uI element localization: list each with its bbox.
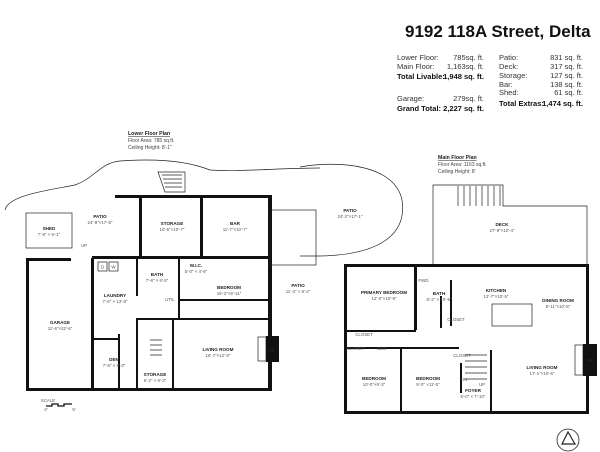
room-name: PATIO	[291, 283, 305, 288]
room-name: BATH	[433, 291, 446, 296]
room-name: LAUNDRY	[104, 293, 126, 298]
main-floor-plan: Main Floor Plan Floor Area: 1163 sq.ft. …	[344, 155, 597, 414]
north-arrow-icon	[556, 428, 580, 452]
lower-area: Floor Area: 785 sq.ft.	[128, 138, 174, 144]
stat-grand-total: Grand Total:2,227 sq. ft.	[397, 104, 484, 113]
util-label: UTIL	[165, 297, 175, 302]
patio-outline	[4, 159, 321, 211]
room-name: W.I.C.	[190, 263, 203, 268]
scale-end: 5'	[72, 407, 75, 412]
fireplace-label-main: FP	[587, 358, 593, 363]
lower-ceiling: Ceiling Height: 8'-1"	[128, 145, 172, 151]
patio-outline-right	[299, 163, 403, 257]
kitchen-island	[491, 303, 533, 327]
room-dim: 24'-8"×17'-5"	[88, 220, 113, 225]
lower-floor-plan: Lower Floor Plan Floor Area: 785 sq.ft. …	[4, 131, 403, 412]
dryer-icon	[97, 261, 108, 272]
stat-patio: Patio:831 sq. ft.	[499, 53, 583, 62]
room-name: STORAGE	[144, 372, 167, 377]
stat-garage: Garage:279sq. ft.	[397, 94, 484, 103]
room-name: BATH	[151, 272, 164, 277]
room-name: DINING ROOM	[542, 298, 574, 303]
room-name: DEN	[109, 357, 119, 362]
main-heading: Main Floor Plan	[438, 155, 477, 161]
fireplace-label-lower: FP	[269, 348, 275, 353]
closet-label: CLOSET	[355, 332, 373, 337]
closet-label: CLOSET	[347, 346, 365, 351]
room-dim: 6'-2" × 9'-3"	[144, 378, 167, 383]
lower-heading: Lower Floor Plan	[128, 131, 170, 137]
room-name: LIVING ROOM	[203, 347, 234, 352]
room-name: LIVING ROOM	[527, 365, 558, 370]
dn-label: DN	[461, 377, 467, 382]
main-area: Floor Area: 1163 sq.ft.	[438, 162, 487, 168]
exterior-stairs	[157, 171, 186, 193]
stat-total-livable: Total Livable:1,948 sq. ft.	[397, 72, 484, 81]
room-name: FOYER	[465, 388, 482, 393]
stat-deck: Deck:317 sq. ft.	[499, 62, 583, 71]
stat-shed: Shed:61 sq. ft.	[499, 88, 583, 97]
room-name: BAR	[230, 221, 241, 226]
room-name: GARAGE	[50, 320, 70, 325]
room-dim: 27'-9"×10'-4"	[490, 228, 515, 233]
room-dim: 7'-8" × 6'-1"	[38, 232, 61, 237]
room-dim: 15'-2"×9'-11"	[217, 291, 242, 296]
closet-label: CLOSET	[453, 353, 471, 358]
interior-stairs-lower	[150, 339, 162, 356]
room-name: STORAGE	[161, 221, 184, 226]
room-name: PATIO	[93, 214, 107, 219]
room-dim: 7'-6" × 8'-3"	[103, 363, 126, 368]
scale-start: 0'	[44, 407, 47, 412]
room-dim: 17'-1"×10'-6"	[530, 371, 555, 376]
closet-label: CLO.	[377, 346, 387, 351]
up-label-main: UP	[479, 382, 485, 387]
room-name: PRIMARY BEDROOM	[361, 290, 407, 295]
deck-outline	[432, 184, 588, 264]
room-name: BEDROOM	[416, 376, 440, 381]
up-label: UP	[81, 243, 87, 248]
room-dim: 9'-0" ×11'-0"	[416, 382, 440, 387]
closet-label: CLOSET	[447, 317, 465, 322]
washer-icon	[108, 261, 119, 272]
room-dim: 6'-0" × 7'-10"	[461, 394, 486, 399]
shed-walls	[25, 212, 73, 249]
room-dim: 10'-5"×10'-7"	[160, 227, 185, 232]
stat-lower-floor: Lower Floor:785sq. ft.	[397, 53, 484, 62]
fwd-label: FWD.	[418, 278, 429, 283]
stat-total-extras: Total Extras:1,474 sq. ft.	[499, 99, 583, 108]
room-name: KITCHEN	[486, 288, 507, 293]
room-name: DECK	[495, 222, 509, 227]
room-dim: 11'-7"×10'-7"	[223, 227, 248, 232]
room-name: BEDROOM	[362, 376, 386, 381]
room-dim: 7'-6" × 13'-8"	[103, 299, 128, 304]
room-name: PATIO	[343, 208, 357, 213]
room-dim: 5'-0" × 4'-8"	[185, 269, 208, 274]
room-dim: 12'-0"×10'-9"	[372, 296, 397, 301]
deck-stairs	[457, 186, 501, 206]
stat-storage: Storage:127 sq. ft.	[499, 71, 583, 80]
scale-bar	[46, 403, 72, 407]
room-dim: 11'-3" × 8'-2"	[286, 289, 311, 294]
stat-main-floor: Main Floor:1,163sq. ft.	[397, 62, 484, 71]
interior-stairs-main	[465, 354, 487, 380]
scale-label: SCALE	[41, 398, 55, 403]
washer-label: W	[111, 265, 116, 270]
main-ceiling: Ceiling Height: 8'	[438, 169, 476, 175]
room-dim: 9'-11"×10'-8"	[546, 304, 571, 309]
stat-bar: Bar:138 sq. ft.	[499, 80, 583, 89]
room-dim: 8'-2" × 10'-9"	[427, 297, 452, 302]
property-title: 9192 118A Street, Delta	[405, 22, 591, 41]
room-dim: 11'-6"×22'-6"	[48, 326, 73, 331]
room-dim: 7'-6" × 6'-5"	[146, 278, 169, 283]
dryer-label: D	[101, 265, 104, 270]
room-dim: 12'-7"×10'-5"	[484, 294, 509, 299]
patio-small	[269, 209, 317, 266]
room-name: BEDROOM	[217, 285, 241, 290]
room-name: SHED	[43, 226, 56, 231]
room-dim: 24'-2"×17'-1"	[338, 214, 363, 219]
room-dim: 10'-0"×9'-3"	[363, 382, 386, 387]
room-dim: 16'-7"×12'-0"	[206, 353, 231, 358]
